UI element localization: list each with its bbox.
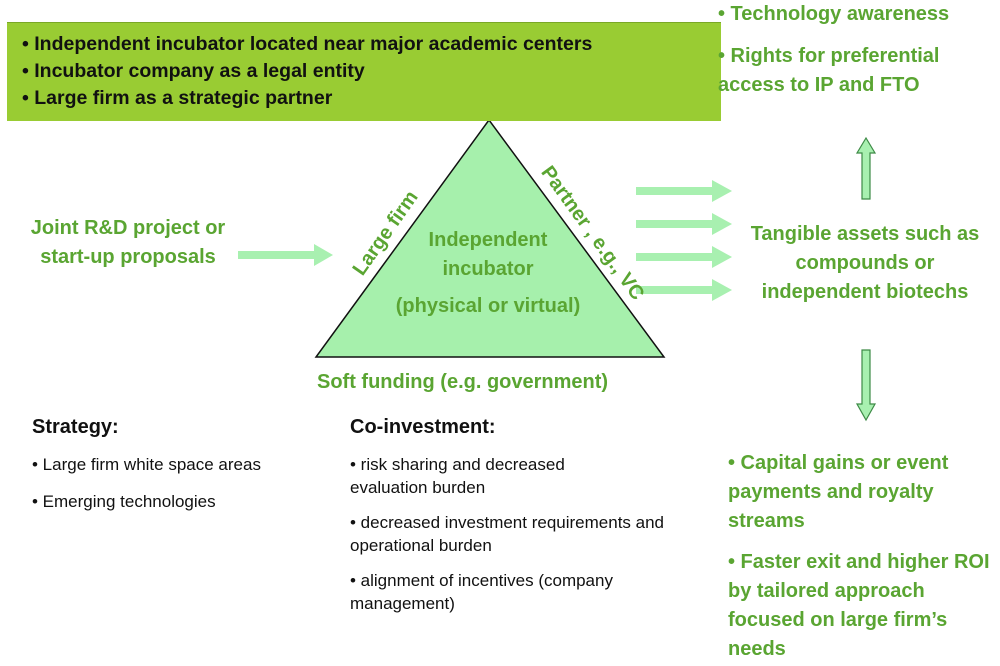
coinvestment-item: • alignment of incentives (company manag… [350, 571, 613, 613]
input-arrow [238, 244, 333, 266]
model-bullet: • Large firm as a strategic partner [22, 87, 333, 109]
benefit-item: • Rights for preferential access to IP a… [718, 45, 940, 96]
benefit-item: • Technology awareness [718, 3, 950, 25]
coinvestment-heading: Co-investment: [350, 416, 496, 438]
incubator-model-list: • Independent incubator located near maj… [7, 23, 721, 112]
up-arrow [855, 136, 877, 200]
input-label: Joint R&D project or start-up proposals [30, 217, 226, 268]
large-firm-benefits: • Technology awareness • Rights for pref… [718, 0, 1000, 100]
incubator-triangle [314, 118, 666, 358]
model-bullet: • Independent incubator located near maj… [22, 33, 593, 55]
incubator-model-box: • Independent incubator located near maj… [7, 22, 721, 121]
coinvestment-item: • risk sharing and decreased evaluation … [350, 455, 565, 497]
strategy-item: • Emerging technologies [32, 492, 216, 511]
outcomes: • Capital gains or event payments and ro… [728, 449, 1000, 664]
strategy-section: Strategy: • Large firm white space areas… [32, 416, 282, 513]
coinvestment-section: Co-investment: • risk sharing and decrea… [350, 416, 710, 615]
triangle-center-subtitle: (physical or virtual) [395, 295, 581, 317]
strategy-heading: Strategy: [32, 416, 119, 438]
coinvestment-item: • decreased investment requirements and … [350, 513, 665, 555]
triangle-bottom-label: Soft funding (e.g. government) [317, 371, 609, 393]
strategy-item: • Large firm white space areas [32, 455, 261, 474]
output-arrows [636, 180, 732, 301]
tangible-assets-label: Tangible assets such as compounds or ind… [750, 223, 980, 303]
outcome-item: • Capital gains or event payments and ro… [728, 452, 949, 532]
outcome-item: • Faster exit and higher ROI by tailored… [728, 551, 990, 660]
model-bullet: • Incubator company as a legal entity [22, 60, 365, 82]
triangle-center-title: Independent incubator [428, 229, 548, 280]
down-arrow [855, 349, 877, 422]
